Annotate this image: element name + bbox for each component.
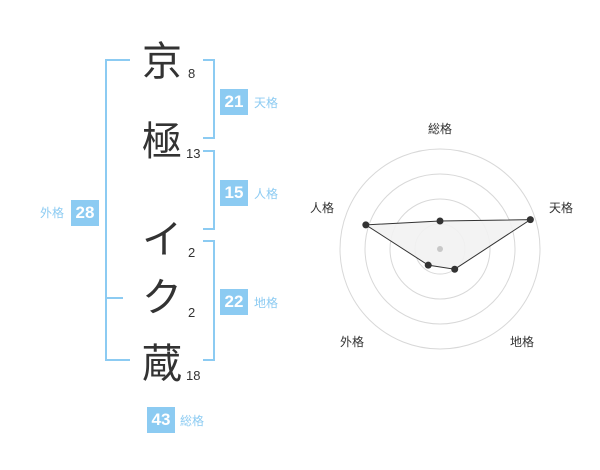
name-char-5-strokes: 18 xyxy=(186,368,201,383)
radar-label-tenkaku: 天格 xyxy=(549,201,574,215)
chikaku-bracket-vertical xyxy=(213,240,215,361)
radar-point-gaikaku xyxy=(424,261,432,269)
radar-point-tenkaku xyxy=(526,216,534,224)
gaikaku-bracket-middle xyxy=(105,297,123,299)
gaikaku-bracket-vertical xyxy=(105,59,107,361)
jinkaku-bracket-vertical xyxy=(213,150,215,230)
radar-center-point xyxy=(437,246,443,252)
gaikaku-label: 外格 xyxy=(40,206,65,220)
tenkaku-label: 天格 xyxy=(254,96,279,110)
name-char-2: 極 xyxy=(142,119,182,165)
radar-data-polygon xyxy=(364,219,533,270)
radar-ring-4 xyxy=(339,148,541,350)
name-char-1-strokes: 8 xyxy=(188,66,196,81)
radar-point-jinkaku xyxy=(362,221,370,229)
name-char-4-strokes: 2 xyxy=(188,305,196,320)
radar-point-soukaku xyxy=(436,217,444,225)
gaikaku-bracket-top xyxy=(105,59,130,61)
jinkaku-value: 15 xyxy=(220,180,248,206)
jinkaku-bracket-top xyxy=(203,150,215,152)
soukaku-value: 43 xyxy=(147,407,175,433)
name-char-3: イ xyxy=(142,217,182,263)
radar-label-gaikaku: 外格 xyxy=(340,335,365,349)
tenkaku-bracket-vertical xyxy=(213,59,215,139)
chikaku-bracket-bottom xyxy=(203,359,215,361)
name-char-3-strokes: 2 xyxy=(188,245,196,260)
gaikaku-value: 28 xyxy=(71,200,99,226)
radar-ring-3 xyxy=(364,173,516,325)
radar-label-jinkaku: 人格 xyxy=(310,201,335,215)
chikaku-label: 地格 xyxy=(254,296,279,310)
radar-ring-2 xyxy=(389,198,491,300)
name-char-4: ク xyxy=(142,275,182,321)
name-char-5: 蔵 xyxy=(142,341,182,387)
tenkaku-bracket-top xyxy=(203,59,215,61)
gaikaku-bracket-bottom xyxy=(105,359,130,361)
jinkaku-label: 人格 xyxy=(254,187,279,201)
radar-label-chikaku: 地格 xyxy=(510,335,535,349)
soukaku-label: 総格 xyxy=(180,414,205,428)
radar-data-points xyxy=(362,216,534,273)
tenkaku-bracket-bottom xyxy=(203,137,215,139)
jinkaku-bracket-bottom xyxy=(203,228,215,230)
name-char-2-strokes: 13 xyxy=(186,146,201,161)
chikaku-bracket-top xyxy=(203,240,215,242)
radar-point-chikaku xyxy=(451,265,459,273)
radar-label-soukaku: 総格 xyxy=(428,122,453,136)
name-char-1: 京 xyxy=(142,39,182,85)
tenkaku-value: 21 xyxy=(220,89,248,115)
chikaku-value: 22 xyxy=(220,289,248,315)
